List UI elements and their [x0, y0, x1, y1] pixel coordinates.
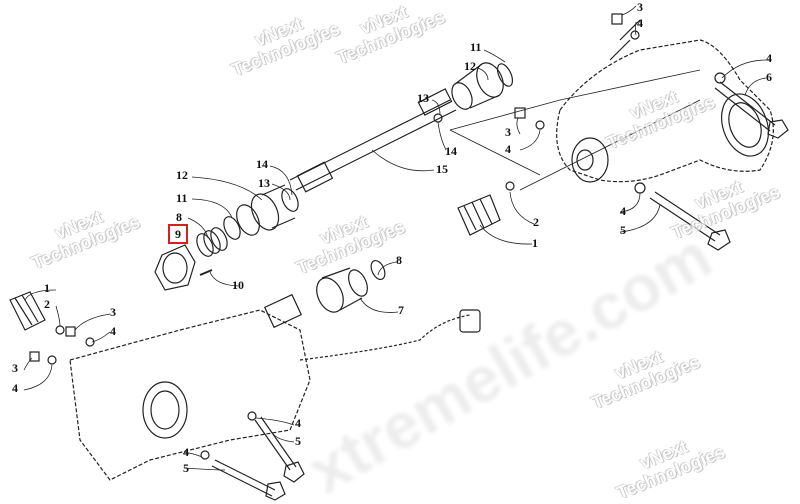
- callout-3: 3: [505, 125, 511, 139]
- boot-7: [316, 267, 368, 313]
- washer: [630, 30, 640, 40]
- callout-2: 2: [44, 297, 50, 311]
- boot-12-lower: [236, 184, 299, 236]
- callout-4: 4: [295, 416, 301, 430]
- washer: [535, 120, 545, 130]
- callout-15: 15: [436, 162, 448, 176]
- callout-3: 3: [12, 361, 18, 375]
- callout-4: 4: [12, 381, 18, 395]
- callout-5: 5: [620, 223, 626, 237]
- nut: [514, 107, 526, 119]
- callout-12: 12: [176, 168, 188, 182]
- bolt-5-lower-1: [254, 416, 305, 483]
- bolt-5-lower-2: [211, 459, 286, 501]
- dust-boot-right: [457, 194, 501, 236]
- front-gearcase-housing: [69, 293, 311, 481]
- callout-7: 7: [398, 303, 404, 317]
- callout-11: 11: [176, 191, 188, 205]
- callout-4: 4: [766, 51, 772, 65]
- callout-13: 13: [417, 91, 429, 105]
- callout-9-highlighted[interactable]: 9: [168, 224, 188, 244]
- bolt-10: [199, 269, 213, 276]
- spring-8: [196, 227, 228, 257]
- callout-4: 4: [505, 142, 511, 156]
- callout-2: 2: [533, 215, 539, 229]
- callout-5: 5: [295, 434, 301, 448]
- boot-1-left: [9, 291, 46, 331]
- wire-harness: [299, 314, 471, 361]
- callout-10: 10: [232, 278, 244, 292]
- callout-4: 4: [620, 204, 626, 218]
- callout-4: 4: [183, 445, 189, 459]
- callout-1: 1: [44, 281, 50, 295]
- rear-gearcase-housing: [556, 19, 774, 183]
- clamp: [505, 181, 515, 191]
- drive-shaft: [289, 88, 457, 193]
- washer: [634, 182, 646, 194]
- callout-8: 8: [176, 210, 182, 224]
- callout-13: 13: [258, 176, 270, 190]
- callout-4: 4: [110, 324, 116, 338]
- callout-11: 11: [470, 40, 482, 54]
- connector: [459, 309, 481, 333]
- callout-3: 3: [637, 0, 643, 14]
- nut: [611, 13, 623, 25]
- bolt-6: [714, 81, 789, 139]
- callout-14: 14: [445, 144, 457, 158]
- callout-8: 8: [396, 253, 402, 267]
- callout-5: 5: [183, 461, 189, 475]
- callout-6: 6: [766, 70, 772, 84]
- callout-3: 3: [110, 305, 116, 319]
- bolt-5-right: [649, 191, 731, 251]
- callout-1: 1: [532, 236, 538, 250]
- flange-9: [154, 244, 196, 291]
- washer: [714, 72, 726, 84]
- boot-12-upper: [451, 62, 514, 110]
- callout-14: 14: [256, 157, 268, 171]
- callout-12: 12: [464, 59, 476, 73]
- callout-4: 4: [637, 16, 643, 30]
